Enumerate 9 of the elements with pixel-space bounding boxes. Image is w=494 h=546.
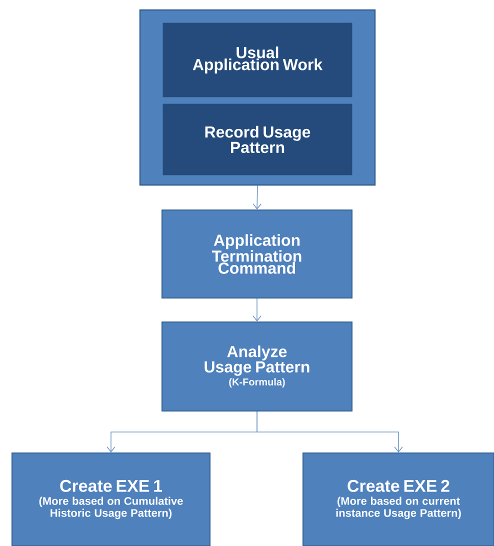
process-box: Create EXE 2 (More based on current instance Usage Pattern) [302, 452, 494, 546]
arrow [252, 185, 262, 210]
arrow [252, 298, 262, 322]
arrow [256, 411, 403, 452]
process-box: Usual Application Work [162, 22, 352, 98]
process-box: Application Termination Command [162, 210, 352, 298]
process-box: Create EXE 1 (More based on Cumulative Historic Usage Pattern) [12, 452, 210, 546]
process-box: Record Usage Pattern [162, 104, 352, 176]
process-box: Analyze Usage Pattern (K-Formula) [162, 322, 352, 412]
